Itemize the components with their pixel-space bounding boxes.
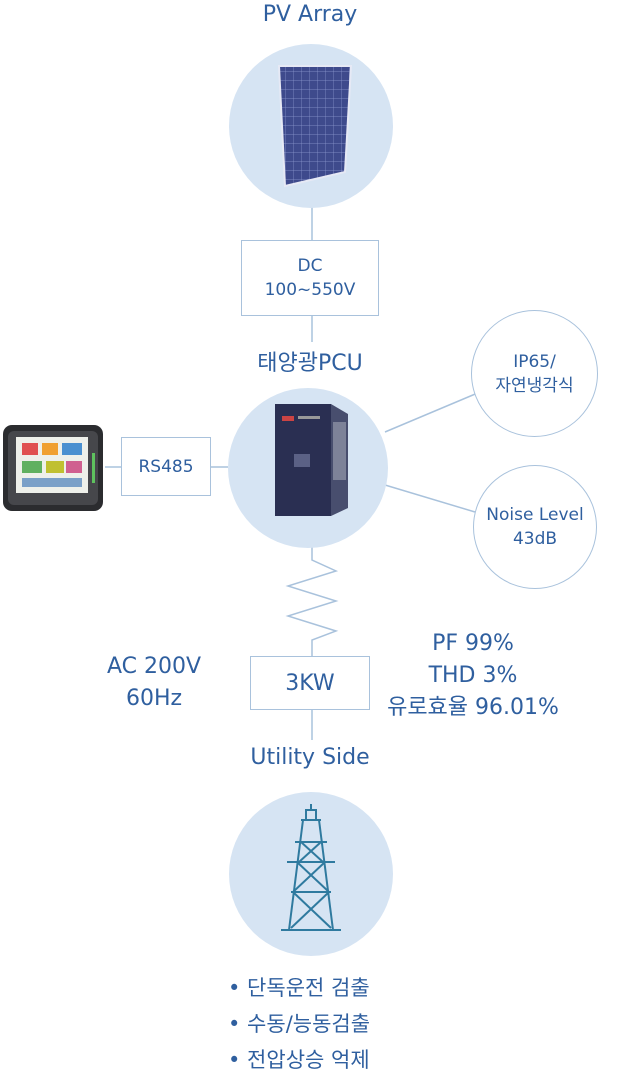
rs485-box: RS485 (121, 437, 211, 496)
pv-array-title: PV Array (262, 2, 358, 27)
utility-side-title: Utility Side (250, 745, 370, 770)
pcu-circle (228, 388, 388, 548)
pcu-title: 태양광PCU (257, 351, 363, 376)
utility-circle (229, 792, 393, 956)
feature-item: • 전압상승 억제 (228, 1048, 370, 1072)
solar-panel-icon (277, 65, 353, 188)
transmission-tower-icon (281, 804, 341, 931)
ac-frequency: 60Hz (125, 686, 183, 711)
ip65-cooling-ring: IP65/ 자연냉각식 (471, 310, 598, 437)
dc-voltage-box: DC 100~550V (241, 240, 379, 316)
power-rating-box: 3KW (250, 656, 370, 710)
ip-rating: IP65/ (513, 351, 556, 372)
power-rating: 3KW (285, 670, 335, 696)
ac-output-label: AC 200V 60Hz (94, 651, 214, 715)
line-pcu-noise (384, 484, 476, 513)
inverter-icon (275, 404, 348, 516)
rs485-label: RS485 (138, 456, 194, 477)
line-pcu-ip (384, 391, 481, 433)
dc-range: 100~550V (264, 280, 356, 300)
monitor-device-icon (3, 425, 103, 511)
noise-label: Noise Level (486, 505, 584, 525)
noise-value: 43dB (512, 529, 558, 549)
feature-item: • 단독운전 검출 (228, 976, 370, 1000)
noise-level-ring: Noise Level 43dB (473, 465, 597, 589)
dc-label: DC (297, 256, 323, 276)
feature-item: • 수동/능동검출 (228, 1012, 371, 1036)
resistor-zigzag (285, 545, 339, 656)
power-factor: PF 99% (432, 631, 514, 656)
ac-voltage: AC 200V (106, 654, 202, 679)
cooling-type: 자연냉각식 (495, 375, 574, 396)
pv-array-circle (229, 44, 393, 208)
performance-specs: PF 99% THD 3% 유로효율 96.01% (368, 628, 578, 724)
feature-list: • 단독운전 검출 • 수동/능동검출 • 전압상승 억제 (228, 970, 370, 1078)
euro-efficiency: 유로효율 96.01% (387, 695, 559, 720)
thd: THD 3% (428, 663, 518, 688)
